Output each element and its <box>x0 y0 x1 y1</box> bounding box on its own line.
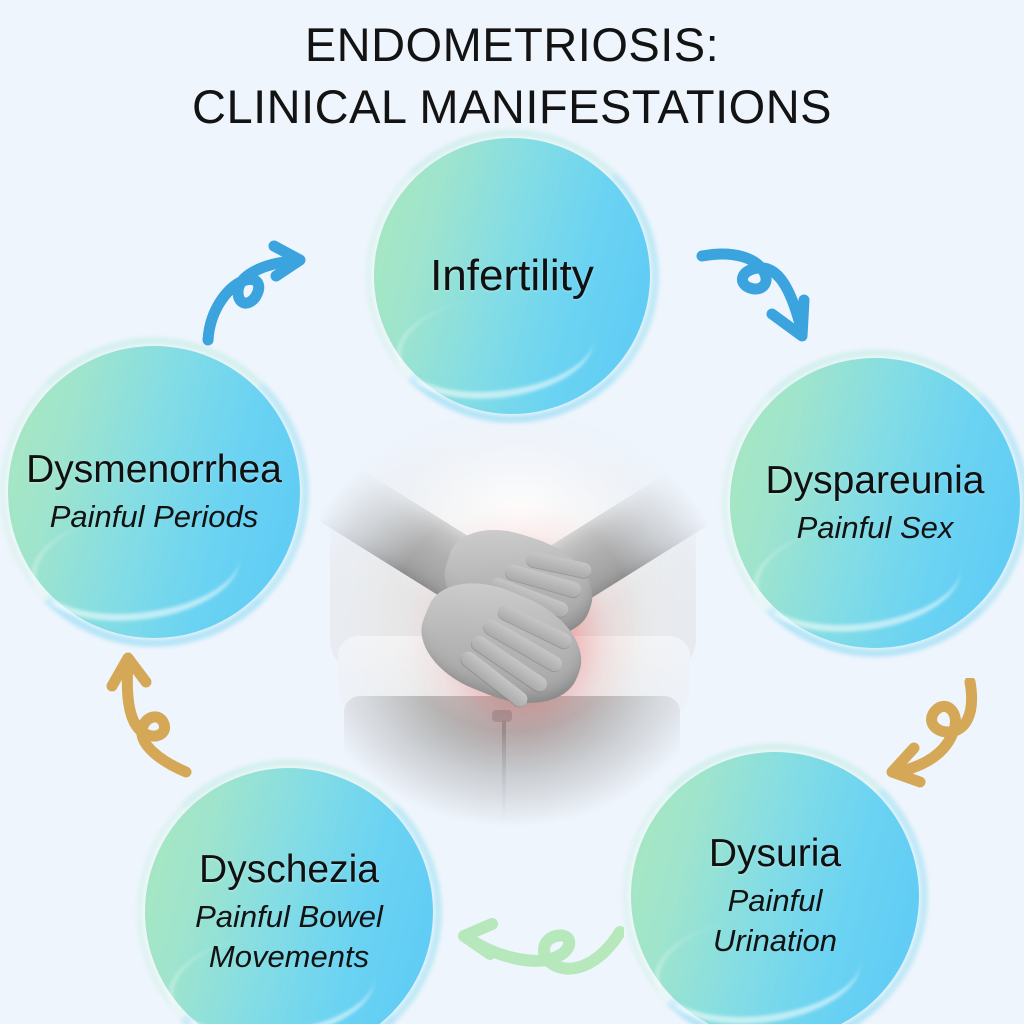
bubble-dyspareunia[interactable]: Dyspareunia Painful Sex <box>730 358 1020 648</box>
bubble-subtitle: Painful Sex <box>796 510 954 545</box>
bubble-subtitle-line-2: Urination <box>712 923 838 958</box>
curly-arrow-icon-bottom <box>458 918 624 975</box>
bubble-subtitle: Painful Periods <box>49 499 259 534</box>
page-title: ENDOMETRIOSIS: CLINICAL MANIFESTATIONS <box>0 14 1024 138</box>
curly-arrow-icon-top-left <box>202 240 306 346</box>
bubble-subtitle-line-2: Movements <box>208 939 370 974</box>
curly-arrow-icon-left-up <box>106 652 192 778</box>
bubble-dyschezia[interactable]: Dyschezia Painful Bowel Movements <box>145 768 433 1024</box>
bubble-title: Dysmenorrhea <box>26 448 282 491</box>
bubble-title: Infertility <box>430 251 594 300</box>
title-line-1: ENDOMETRIOSIS: <box>304 18 720 71</box>
title-line-2: CLINICAL MANIFESTATIONS <box>192 80 832 133</box>
bubble-title: Dyschezia <box>199 848 379 891</box>
bubble-title: Dyspareunia <box>765 459 985 502</box>
photo-illustration <box>296 408 728 828</box>
bubble-title: Dysuria <box>708 832 842 875</box>
curly-arrow-icon-right-down <box>886 678 977 788</box>
bubble-infertility[interactable]: Infertility <box>374 138 650 414</box>
bubble-dysmenorrhea[interactable]: Dysmenorrhea Painful Periods <box>8 346 300 638</box>
center-photo <box>296 408 728 828</box>
curly-arrow-icon-top-right <box>696 248 810 342</box>
bubble-subtitle-line-1: Painful Bowel <box>195 899 383 934</box>
bubble-dysuria[interactable]: Dysuria Painful Urination <box>631 752 919 1024</box>
bubble-subtitle-line-1: Painful <box>727 883 823 918</box>
